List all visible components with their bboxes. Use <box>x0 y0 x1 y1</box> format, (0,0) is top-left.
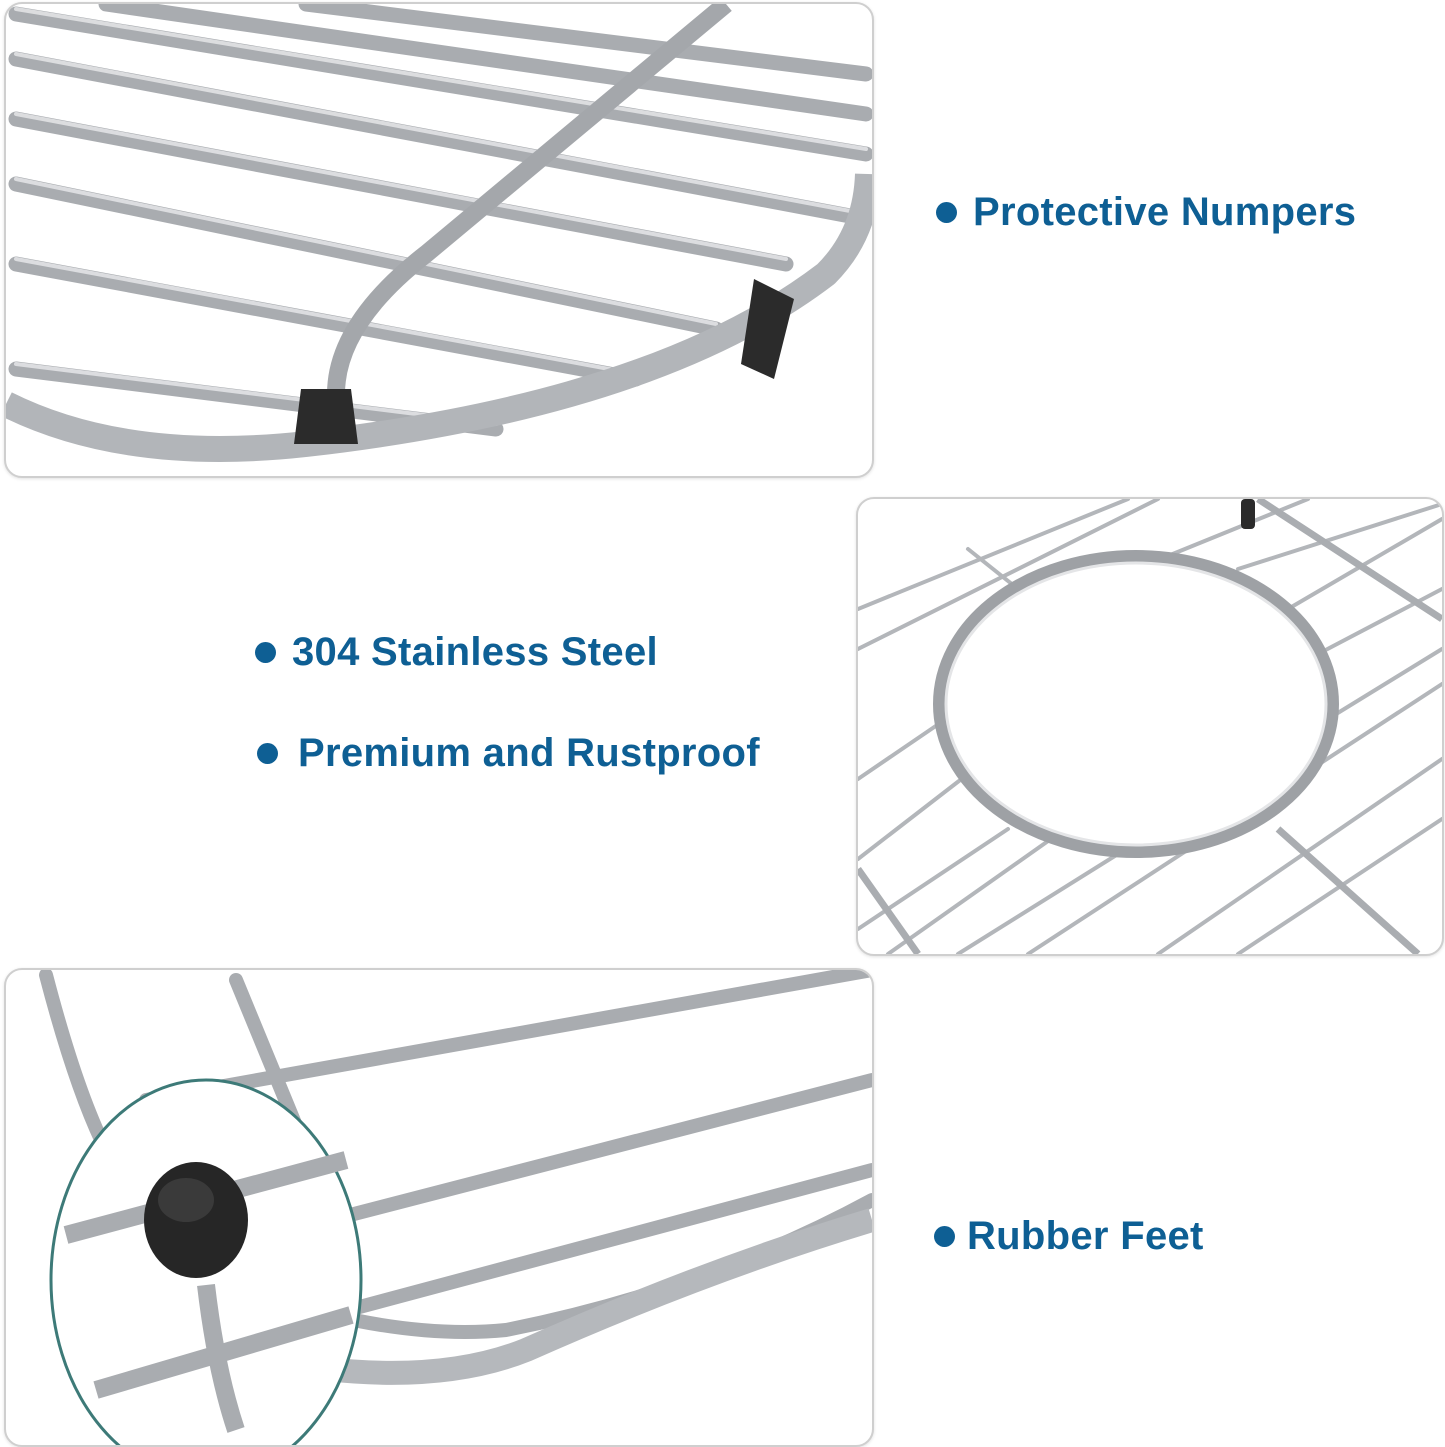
rubber-feet-image <box>39 970 872 1445</box>
feature-label: Protective Numpers <box>973 190 1357 234</box>
feature-rubber-feet: Rubber Feet <box>934 1214 1204 1259</box>
bullet-dot-icon <box>257 743 278 764</box>
feature-label: Rubber Feet <box>967 1214 1204 1258</box>
feature-stainless-steel: 304 Stainless Steel <box>255 630 658 675</box>
panel-drain-ring <box>856 497 1444 956</box>
feature-label: Premium and Rustproof <box>298 731 760 775</box>
feature-protective-bumpers: Protective Numpers <box>936 190 1356 235</box>
panel-protective-bumpers <box>4 2 874 478</box>
bullet-dot-icon <box>934 1226 955 1247</box>
drain-ring-icon <box>933 550 1339 858</box>
feature-rustproof: Premium and Rustproof <box>257 731 760 776</box>
protective-bumper-icon <box>741 279 794 379</box>
feature-label: 304 Stainless Steel <box>292 630 658 674</box>
panel-rubber-feet <box>4 968 874 1447</box>
wire-grid-image <box>858 499 1442 954</box>
rack-bars-image <box>6 4 872 462</box>
rubber-foot-icon <box>294 389 358 444</box>
bullet-dot-icon <box>255 642 276 663</box>
bullet-dot-icon <box>936 202 957 223</box>
